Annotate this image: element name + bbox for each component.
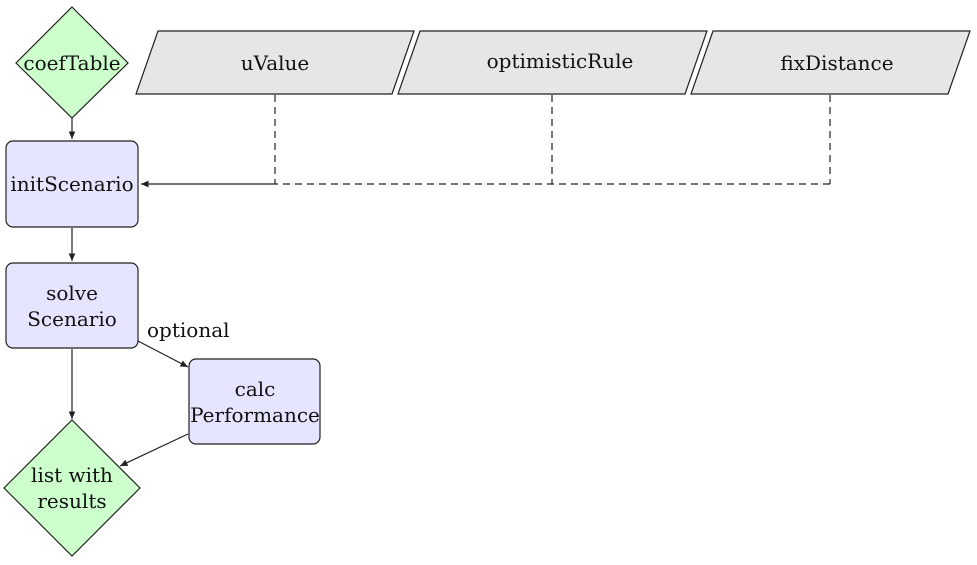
node-calcperformance-shape [188, 358, 321, 445]
input-fixdistance: fixDistance [690, 30, 971, 95]
node-solvescenario-label-line1: solve [46, 281, 98, 305]
input-optimisticrule: optimisticRule [397, 30, 708, 95]
node-coeftable: coefTable [15, 6, 129, 119]
node-calcperformance-label-line1: calc [235, 377, 276, 401]
input-optimisticrule-shape [397, 30, 708, 95]
node-listwithresults-shape [3, 419, 141, 557]
node-coeftable-shape [15, 6, 129, 119]
node-solvescenario-shape [5, 262, 139, 349]
node-coeftable-label: coefTable [23, 51, 120, 75]
node-initscenario-label: initScenario [10, 172, 133, 196]
edges [68, 95, 831, 467]
input-fixdistance-label: fixDistance [780, 51, 893, 75]
node-solvescenario-label-line2: Scenario [27, 307, 117, 331]
node-solvescenario: solve Scenario [5, 262, 139, 349]
edge-calcperformance-to-listwithresults [119, 433, 189, 467]
node-listwithresults: list with results [3, 419, 141, 557]
input-optimisticrule-label: optimisticRule [487, 49, 634, 73]
node-listwithresults-label-line1: list with [31, 463, 113, 487]
input-uvalue-shape [135, 30, 415, 95]
edge-label-optional: optional [147, 318, 230, 342]
node-calcperformance-label-line2: Performance [190, 403, 320, 427]
edge-solvescenario-to-calcperformance [137, 340, 189, 368]
node-listwithresults-label-line2: results [37, 489, 106, 513]
node-calcperformance: calc Performance [188, 358, 321, 445]
input-fixdistance-shape [690, 30, 971, 95]
node-initscenario-shape [5, 140, 139, 228]
node-initscenario: initScenario [5, 140, 139, 228]
input-uvalue-label: uValue [241, 51, 310, 75]
input-uvalue: uValue [135, 30, 415, 95]
